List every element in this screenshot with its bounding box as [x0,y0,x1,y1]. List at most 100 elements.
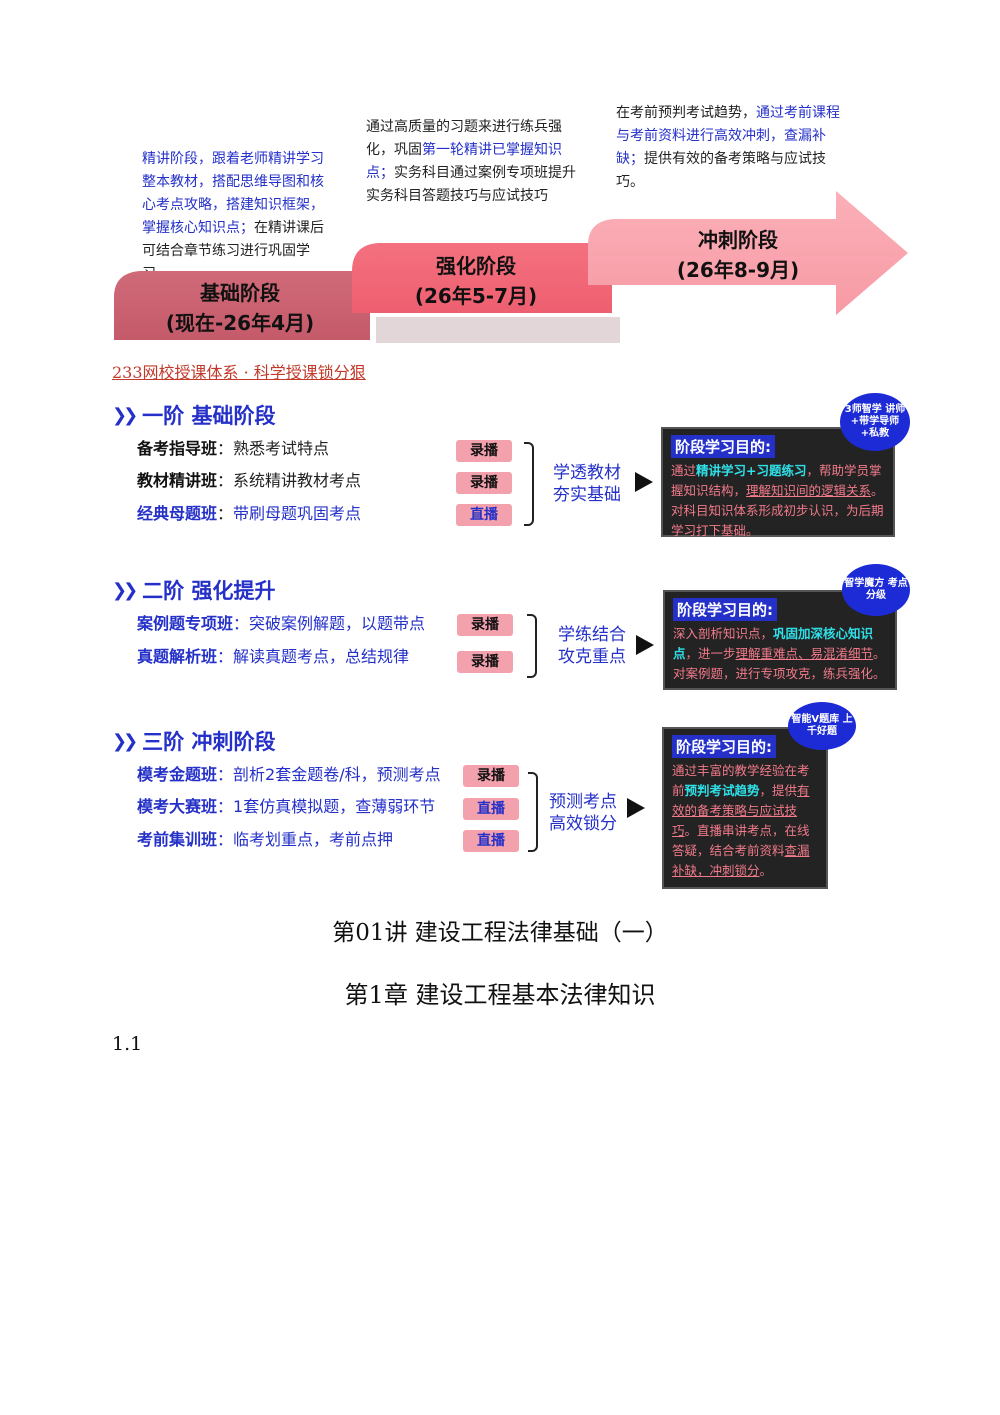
panel-body: 通过精讲学习+习题练习，帮助学员掌握知识结构，理解知识间的逻辑关系。对科目知识体… [671,461,885,541]
stage2-description: 通过高质量的习题来进行练兵强化，巩固第一轮精讲已掌握知识点；实务科目通过案例专项… [366,116,580,208]
panel-title: 阶段学习目的: [671,435,775,458]
arrow-right-icon [636,635,654,655]
course-name: 案例题专项班 [137,614,234,633]
panel-body: 深入剖析知识点，巩固加深核心知识点，进一步理解重难点、易混淆细节。对案例题，进行… [673,624,887,684]
chapter-title: 第1章 建设工程基本法律知识 [344,981,656,1009]
panel-body: 通过丰富的教学经验在考前预判考试趋势，提供有效的备考策略与应试技巧。直播串讲考点… [672,761,818,881]
panel-text: ，帮助学员掌握知识结构， [671,463,882,498]
panel-text: 。对科目知识体系形成初步认识，为后期学习打下基础。 [671,483,884,538]
section2-badge: 智学魔方 考点分级 [842,564,910,616]
stage3-description: 在考前预判考试趋势，通过考前课程与考前资料进行高效冲刺，查漏补缺；提供有效的备考… [616,102,842,194]
stage2-label: 强化阶段 (26年5-7月) [376,251,576,311]
course-row: 经典母题班：带刷母题巩固考点 [137,504,362,523]
panel-text: ，进一步 [685,646,736,661]
goal-line: 夯实基础 [553,485,621,505]
section1-header: ❯❯ 一阶 基础阶段 [112,400,275,430]
section1-goal: 学透教材 夯实基础 [553,462,621,506]
course-desc: 解读真题考点，总结规律 [233,647,410,666]
goal-line: 预测考点 [549,792,617,812]
section3-badge: 智能V题库 上千好题 [788,702,856,750]
panel-title: 阶段学习目的: [673,598,777,621]
course-name: 备考指导班 [137,439,218,458]
section3-goal: 预测考点 高效锁分 [549,791,617,835]
course-name: 真题解析班 [137,647,218,666]
brace [528,772,538,852]
course-row: 案例题专项班：突破案例解题，以题带点 [137,614,426,633]
panel-title: 阶段学习目的: [672,735,776,758]
course-desc: 临考划重点，考前点押 [233,830,394,849]
course-row: 备考指导班：熟悉考试特点 [137,439,330,458]
panel-text: 。对案例题，进行专项攻克，练兵强化。 [673,646,886,681]
course-row: 考前集训班：临考划重点，考前点押 [137,830,394,849]
stage2-desc-d: 实务科目通过案例专项班提升实务科目答题技巧与应试技巧 [366,165,576,204]
chevron-right-icon: ❯❯ [112,579,138,601]
panel-highlight: 巩固加深核心知识点 [673,626,874,661]
stage3-title: 冲刺阶段 [698,228,778,252]
section1-title: 一阶 基础阶段 [142,404,276,428]
course-desc: 1套仿真模拟题，查薄弱环节 [233,797,436,816]
section2-title: 二阶 强化提升 [142,579,276,603]
stage3-period: (26年8-9月) [676,258,800,282]
panel-text: 通过 [671,463,697,478]
section-number: 1.1 [112,1033,143,1055]
stage3-desc-c: 提供有效的备考策略与应试技巧。 [616,151,826,190]
stage2-desc-a: 通过高质量的习题来进行练兵强化， [366,119,562,158]
panel-underline: 理解知识间的逻辑关系 [746,483,872,498]
stage3-desc-b: 通过考前课程与考前资料进行高效冲刺，查漏补缺； [616,105,840,167]
brace [524,442,534,526]
section3-goal-panel: 阶段学习目的: 通过丰富的教学经验在考前预判考试趋势，提供有效的备考策略与应试技… [662,727,828,889]
course-name: 模考大赛班 [137,797,218,816]
course-tag: 直播 [463,798,519,820]
arrow-right-icon [635,472,653,492]
stair-stage2 [352,243,612,313]
goal-line: 学练结合 [558,625,626,645]
course-tag: 录播 [457,651,513,673]
course-name: 教材精讲班 [137,471,218,490]
course-tag: 直播 [463,830,519,852]
course-row: 模考大赛班：1套仿真模拟题，查薄弱环节 [137,797,436,816]
stair-stage1 [114,271,370,340]
goal-line: 攻克重点 [558,647,626,667]
stage3-desc-a: 在考前预判考试趋势， [616,105,756,121]
panel-highlight: 精讲学习+习题练习 [696,463,807,478]
section2-goal: 学练结合 攻克重点 [558,624,626,668]
course-row: 教材精讲班：系统精讲教材考点 [137,471,362,490]
course-tag: 录播 [463,765,519,787]
course-desc: 突破案例解题，以题带点 [249,614,426,633]
section1-badge: 3师智学 讲师+带学导师 +私教 [840,393,910,451]
goal-line: 学透教材 [553,463,621,483]
course-tag: 录播 [457,614,513,636]
panel-text: 深入剖析知识点， [673,626,774,641]
course-desc: 系统精讲教材考点 [233,471,362,490]
stage1-label: 基础阶段 (现在-26年4月) [140,278,340,338]
stage3-label: 冲刺阶段 (26年8-9月) [638,225,838,285]
course-tag: 直播 [456,504,512,526]
panel-text: 通过丰富的教学经验在考前 [672,763,810,798]
stage2-desc-b: 巩固 [394,142,422,158]
course-desc: 带刷母题巩固考点 [233,504,362,523]
course-desc: 熟悉考试特点 [233,439,330,458]
section2-header: ❯❯ 二阶 强化提升 [112,575,275,605]
chevron-right-icon: ❯❯ [112,730,138,752]
stair-stage3-arrow [588,191,908,315]
stage2-desc-c: 第一轮精讲已掌握知识点； [366,142,562,181]
course-name: 经典母题班 [137,504,218,523]
brace [527,614,537,678]
system-link[interactable]: 233网校授课体系 · 科学授课锁分狠 [112,363,366,382]
stage1-period: (现在-26年4月) [165,311,315,335]
panel-text: 。直播串讲考点，在线答疑，结合考前资料 [672,823,810,858]
panel-text: ，提供 [759,783,798,798]
course-tag: 录播 [456,472,512,494]
goal-line: 高效锁分 [549,814,617,834]
panel-underline: 有效的备考策略与应试技巧 [672,783,810,838]
course-desc: 剖析2套金题卷/科，预测考点 [233,765,441,784]
course-name: 考前集训班 [137,830,218,849]
panel-text: 。 [759,863,773,878]
section3-header: ❯❯ 三阶 冲刺阶段 [112,726,275,756]
panel-highlight: 预判考试趋势 [684,783,760,798]
section3-title: 三阶 冲刺阶段 [142,730,276,754]
panel-underline: 理解重难点、易混淆细节 [735,646,874,661]
stage1-desc-highlight: 精讲阶段，跟着老师精讲学习整本教材，搭配思维导图和核心考点攻略，搭建知识框架，掌… [142,151,324,236]
stage1-title: 基础阶段 [200,281,280,305]
course-row: 真题解析班：解读真题考点，总结规律 [137,647,410,666]
